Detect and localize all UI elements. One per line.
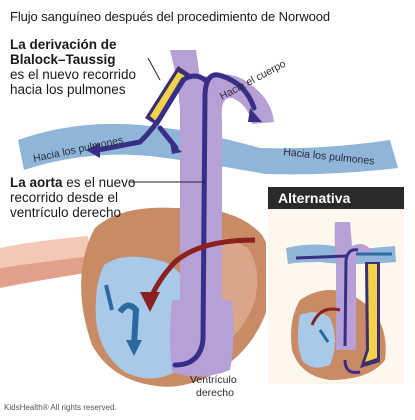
diagram-title: Flujo sanguíneo después del procedimient… bbox=[10, 9, 331, 24]
inset-panel bbox=[268, 209, 404, 384]
inset-title: Alternativa bbox=[268, 187, 404, 209]
copyright-footer: KidsHealth® All rights reserved. bbox=[4, 403, 117, 412]
arrowheads bbox=[86, 108, 262, 158]
bt-shunt bbox=[145, 66, 190, 126]
callout-aorta-text: es el nuevo recorrido desde el ventrícul… bbox=[10, 175, 136, 220]
callout-bt-shunt-text: es el nuevo recorrido hacia los pulmones bbox=[10, 67, 137, 97]
callout-aorta: La aorta es el nuevo recorrido desde el … bbox=[10, 175, 150, 220]
callout-aorta-bold: La aorta bbox=[10, 175, 63, 190]
callout-bt-shunt-bold: La derivación de Blalock–Taussig bbox=[10, 37, 117, 67]
callout-bt-shunt: La derivación de Blalock–Taussig es el n… bbox=[10, 37, 160, 97]
inflow-arrows bbox=[104, 237, 256, 356]
label-ventricle-line2: derecho bbox=[196, 387, 234, 399]
leader-lines bbox=[130, 57, 205, 183]
label-ventricle-line1: Ventrículo bbox=[190, 374, 237, 386]
background-vessels bbox=[0, 236, 92, 288]
inset-border bbox=[266, 185, 406, 386]
